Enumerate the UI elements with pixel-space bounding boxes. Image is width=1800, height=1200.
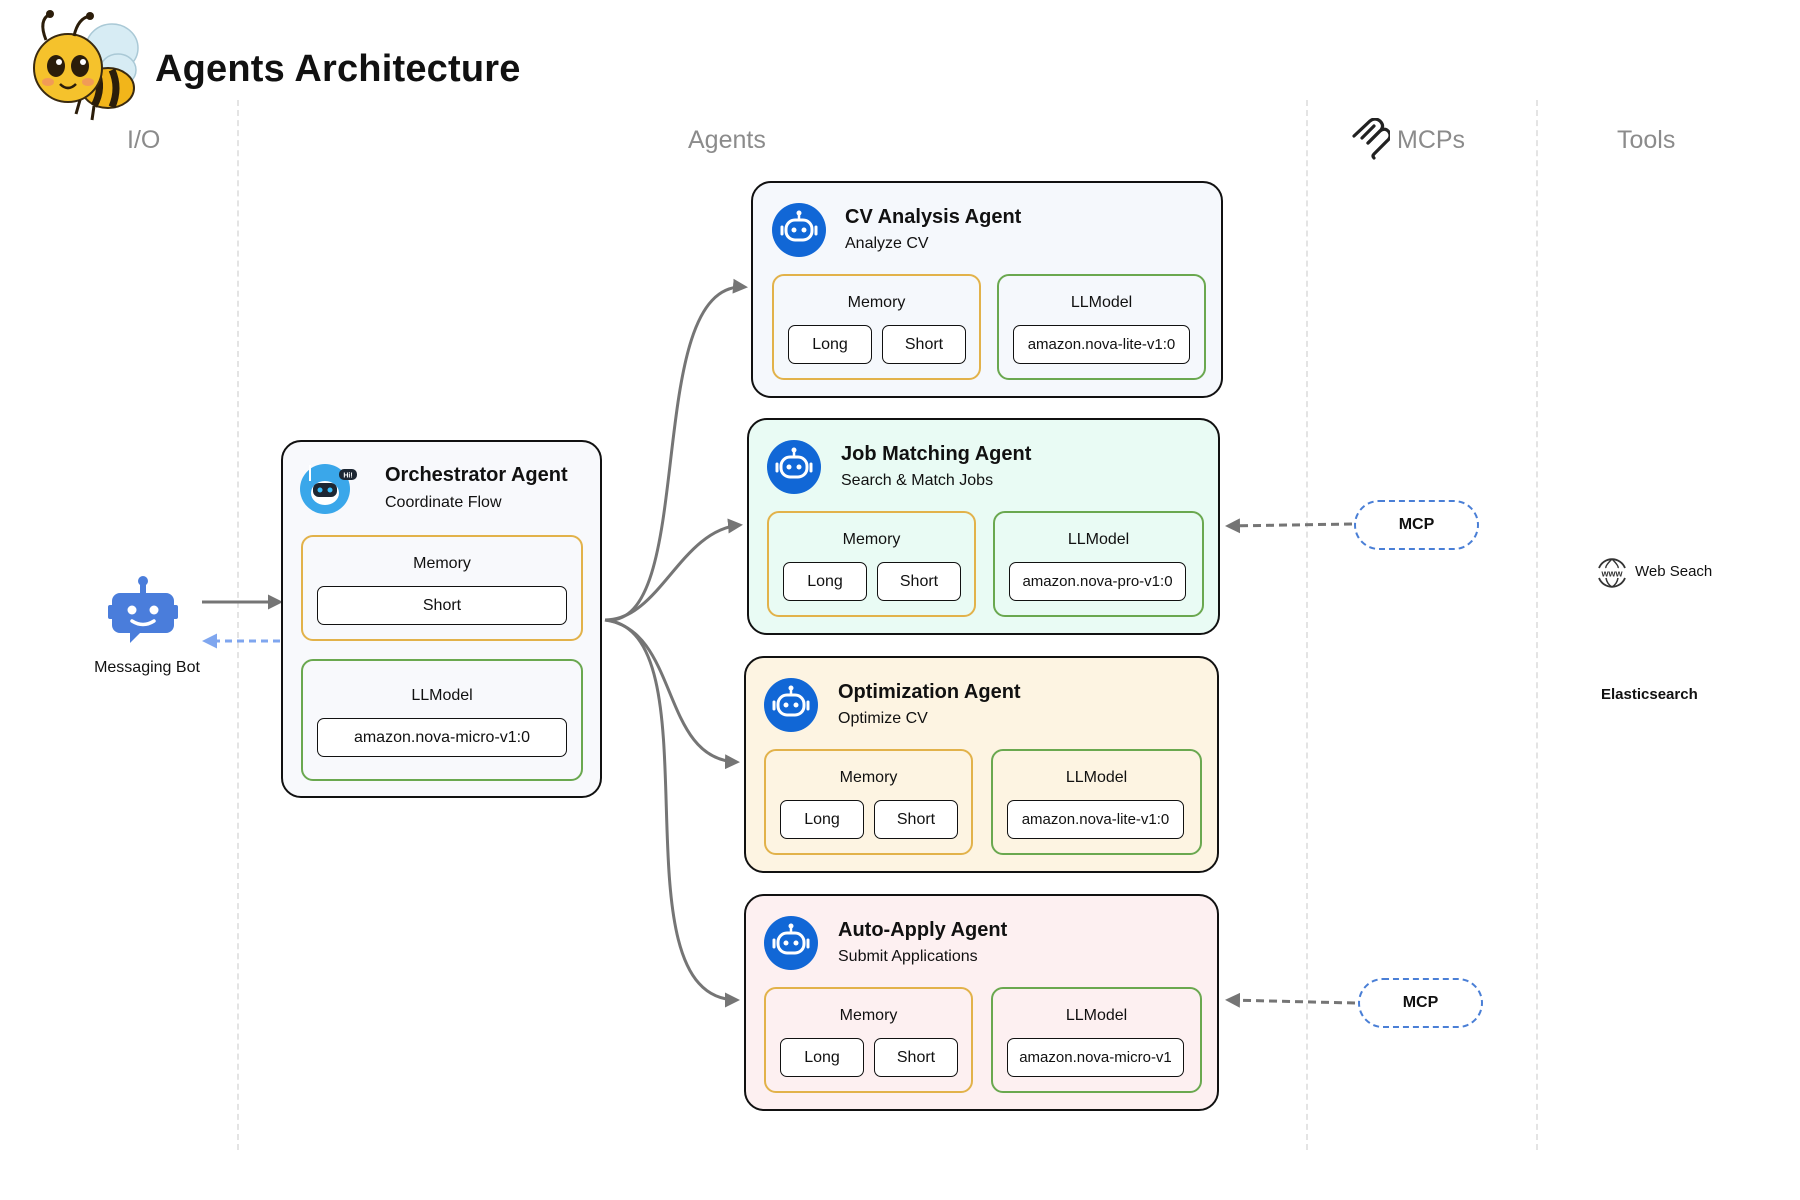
agent-llm-group: LLModel amazon.nova-lite-v1:0 <box>991 749 1202 855</box>
llm-model-chip: amazon.nova-lite-v1:0 <box>1013 325 1190 364</box>
mcp-node: MCP <box>1358 978 1483 1028</box>
agent-title: Optimization Agent <box>838 681 1021 703</box>
orchestrator-title: Orchestrator Agent <box>385 464 568 486</box>
memory-label: Memory <box>839 1007 898 1024</box>
robot-icon <box>764 916 818 970</box>
agent-subtitle: Submit Applications <box>838 948 978 965</box>
robot-icon <box>772 203 826 257</box>
agent-memory-group: Memory Long Short <box>764 749 973 855</box>
mcp-logo-icon <box>1352 118 1390 160</box>
agent-llm-group: LLModel amazon.nova-micro-v1 <box>991 987 1202 1093</box>
agent-memory-group: Memory Long Short <box>772 274 981 380</box>
llm-label: LLModel <box>1067 531 1130 548</box>
orchestrator-llm-group: LLModel amazon.nova-micro-v1:0 <box>301 659 583 781</box>
agent-subtitle: Analyze CV <box>845 235 929 252</box>
column-header-tools: Tools <box>1617 126 1676 154</box>
memory-short-chip: Short <box>877 562 961 601</box>
memory-label: Memory <box>839 769 898 786</box>
agent-subtitle: Optimize CV <box>838 710 928 727</box>
agent-title: CV Analysis Agent <box>845 206 1022 228</box>
memory-long-chip: Long <box>783 562 867 601</box>
memory-short-chip: Short <box>874 1038 958 1077</box>
www-text: www <box>1600 569 1623 579</box>
memory-short-chip: Short <box>317 586 567 625</box>
optimization-agent-card: Optimization Agent Optimize CV Memory Lo… <box>744 656 1219 873</box>
llm-model-chip: amazon.nova-lite-v1:0 <box>1007 800 1184 839</box>
robot-icon <box>767 440 821 494</box>
column-header-io: I/O <box>127 126 161 154</box>
job-matching-agent-card: Job Matching Agent Search & Match Jobs M… <box>747 418 1220 635</box>
agent-subtitle: Search & Match Jobs <box>841 472 994 489</box>
orchestrator-memory-group: Memory Short <box>301 535 583 641</box>
agent-llm-group: LLModel amazon.nova-pro-v1:0 <box>993 511 1204 617</box>
mcp-node: MCP <box>1354 500 1479 550</box>
agent-title: Auto-Apply Agent <box>838 919 1008 941</box>
orchestrator-subtitle: Coordinate Flow <box>385 494 502 511</box>
memory-label: Memory <box>413 555 471 572</box>
agent-memory-group: Memory Long Short <box>764 987 973 1093</box>
globe-www-icon: www <box>1598 558 1626 588</box>
agent-title: Job Matching Agent <box>841 443 1032 465</box>
web-search-label: Web Seach <box>1635 563 1713 580</box>
orchestrator-agent-card: Hi! Orchestrator Agent Coordinate Flow M… <box>281 440 602 798</box>
memory-long-chip: Long <box>788 325 872 364</box>
llm-label: LLModel <box>1065 1007 1128 1024</box>
auto-apply-agent-card: Auto-Apply Agent Submit Applications Mem… <box>744 894 1219 1111</box>
memory-label: Memory <box>842 531 901 548</box>
agent-memory-group: Memory Long Short <box>767 511 976 617</box>
llm-label: LLModel <box>1065 769 1128 786</box>
llm-model-chip: amazon.nova-micro-v1 <box>1007 1038 1184 1077</box>
robot-hi-badge: Hi! <box>343 473 352 480</box>
column-header-mcps: MCPs <box>1397 126 1466 154</box>
column-divider <box>1306 100 1308 1150</box>
memory-label: Memory <box>847 294 906 311</box>
agent-llm-group: LLModel amazon.nova-lite-v1:0 <box>997 274 1206 380</box>
column-divider <box>1536 100 1538 1150</box>
llm-model-chip: amazon.nova-micro-v1:0 <box>317 718 567 757</box>
robot-hi-icon: Hi! <box>300 464 357 514</box>
column-divider <box>237 100 239 1150</box>
page-title: Agents Architecture <box>155 48 521 90</box>
robot-icon <box>764 678 818 732</box>
memory-long-chip: Long <box>780 800 864 839</box>
messaging-bot-label: Messaging Bot <box>94 659 200 676</box>
llm-model-chip: amazon.nova-pro-v1:0 <box>1009 562 1186 601</box>
column-header-agents: Agents <box>688 126 766 154</box>
llm-label: LLModel <box>411 687 473 704</box>
elasticsearch-label: Elasticsearch <box>1601 686 1698 703</box>
bee-logo <box>33 10 139 121</box>
cv-analysis-agent-card: CV Analysis Agent Analyze CV Memory Long… <box>751 181 1223 398</box>
memory-long-chip: Long <box>780 1038 864 1077</box>
memory-short-chip: Short <box>874 800 958 839</box>
llm-label: LLModel <box>1070 294 1133 311</box>
memory-short-chip: Short <box>882 325 966 364</box>
messaging-bot-icon <box>108 576 178 643</box>
